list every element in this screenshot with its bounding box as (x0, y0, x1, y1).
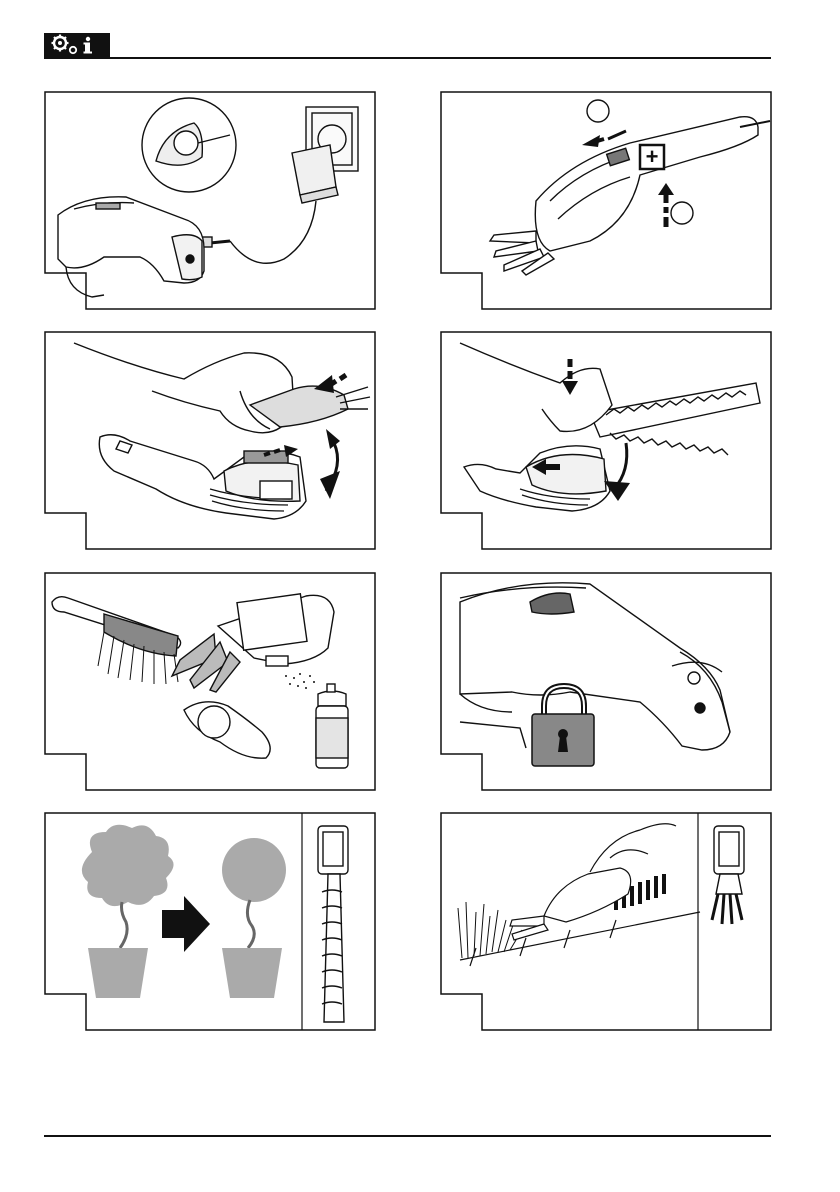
panel-attach-blade (440, 331, 772, 550)
step-number-1 (587, 100, 609, 122)
panel-switch: + (440, 91, 772, 310)
panel-grass-cutting (440, 812, 772, 1031)
plus-symbol: + (640, 144, 664, 169)
panel-hedge-shaping (44, 812, 376, 1031)
panel-remove-blade (44, 331, 376, 550)
section-badge (44, 33, 110, 57)
header-rule (44, 57, 771, 59)
panel-storage (440, 572, 772, 791)
gears-icon (52, 35, 77, 54)
info-icon (84, 37, 93, 54)
panel-cleaning (44, 572, 376, 791)
panel-charging (44, 91, 376, 310)
step-number-2 (671, 202, 693, 224)
svg-text:+: + (646, 144, 659, 169)
footer-rule (44, 1135, 771, 1137)
